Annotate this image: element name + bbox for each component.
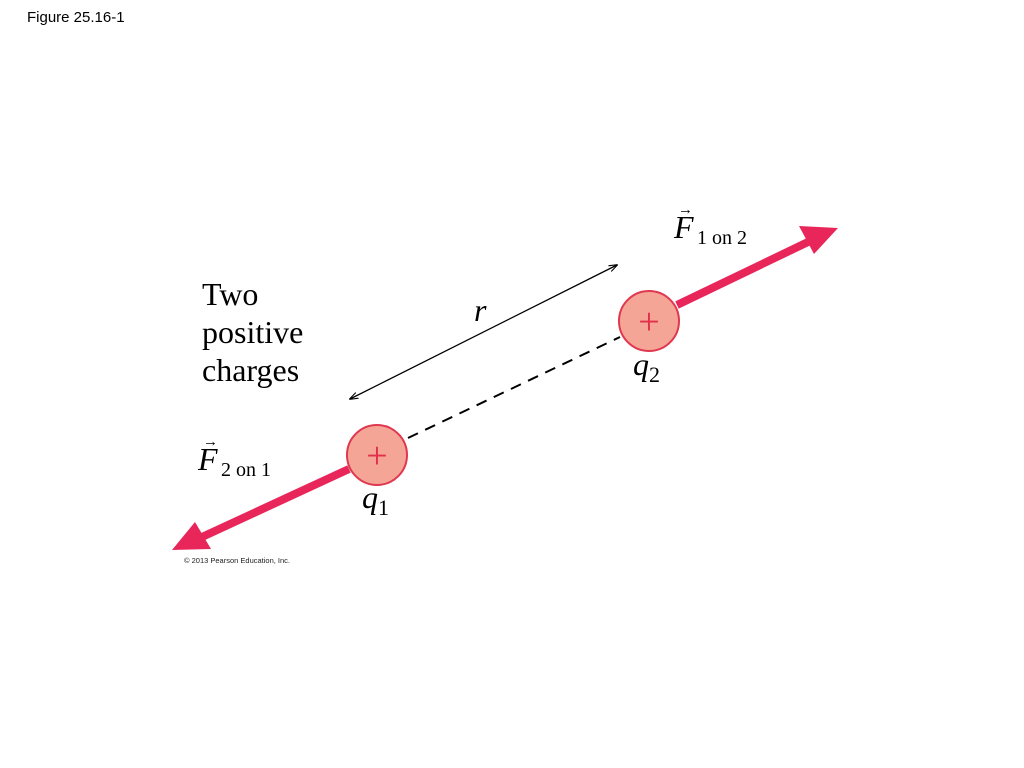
vector-arrow-icon: →	[678, 202, 693, 218]
charge-q1-circle	[346, 424, 408, 486]
distance-label: r	[474, 292, 487, 328]
vector-arrow-icon: →	[203, 434, 218, 450]
force-symbol: F	[673, 209, 694, 245]
plus-sign-icon: +	[638, 301, 659, 343]
copyright-notice: © 2013 Pearson Education, Inc.	[184, 556, 290, 565]
caption-line-1: Two	[202, 276, 258, 312]
figure-label: Figure 25.16-1	[27, 9, 125, 26]
charge-q1-label: q1	[362, 479, 389, 520]
force-label-1-on-2: → F 1 on 2	[673, 202, 747, 249]
force-symbol: F	[197, 441, 218, 477]
charge-q2-label: q2	[633, 346, 660, 387]
force-subscript: 2 on 1	[221, 459, 271, 481]
force-arrow-1-on-2	[675, 226, 838, 309]
separation-dashed-line	[407, 336, 621, 439]
charge-q2-circle	[618, 290, 680, 352]
caption-line-3: charges	[202, 352, 299, 388]
distance-arrow	[350, 265, 617, 399]
force-label-2-on-1: → F 2 on 1	[197, 434, 271, 481]
plus-sign-icon: +	[366, 435, 387, 477]
force-subscript: 1 on 2	[697, 227, 747, 249]
charge-q1: +	[346, 424, 408, 486]
caption-line-2: positive	[202, 314, 303, 350]
force-arrow-2-on-1	[172, 465, 351, 550]
charge-q2: +	[618, 290, 680, 352]
